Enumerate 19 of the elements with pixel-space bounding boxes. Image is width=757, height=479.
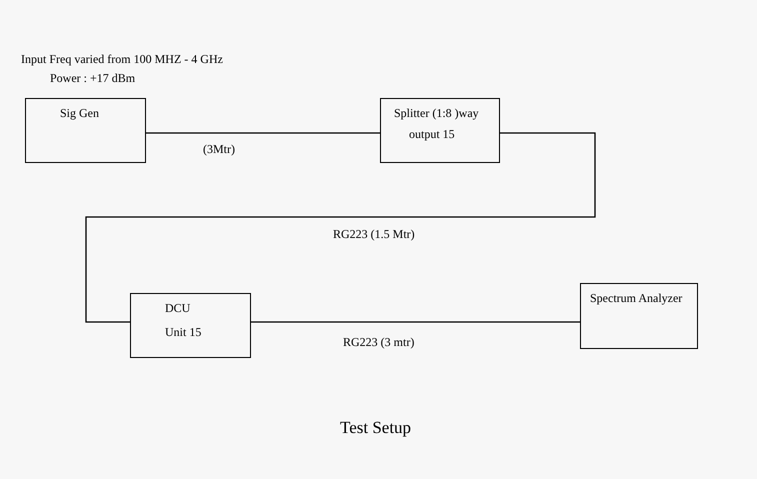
- box-label: output 15: [409, 127, 455, 142]
- edge-label: (3Mtr): [203, 142, 235, 157]
- connector-line: [85, 132, 596, 323]
- edge-label: RG223 (3 mtr): [343, 335, 414, 350]
- process-box: [380, 98, 500, 163]
- connector-line: [146, 132, 380, 134]
- edge-label: RG223 (1.5 Mtr): [333, 227, 415, 242]
- connector-line: [251, 321, 580, 323]
- process-box: [130, 293, 251, 358]
- note-text: Power : +17 dBm: [50, 71, 136, 86]
- box-label: Splitter (1:8 )way: [394, 106, 479, 121]
- note-text: Input Freq varied from 100 MHZ - 4 GHz: [21, 52, 223, 67]
- process-box: [580, 283, 698, 349]
- process-box: [25, 98, 146, 163]
- box-label: Unit 15: [165, 325, 202, 340]
- caption: Test Setup: [340, 418, 412, 438]
- box-label: DCU: [165, 301, 190, 316]
- box-label: Spectrum Analyzer: [590, 291, 682, 306]
- box-label: Sig Gen: [60, 106, 99, 121]
